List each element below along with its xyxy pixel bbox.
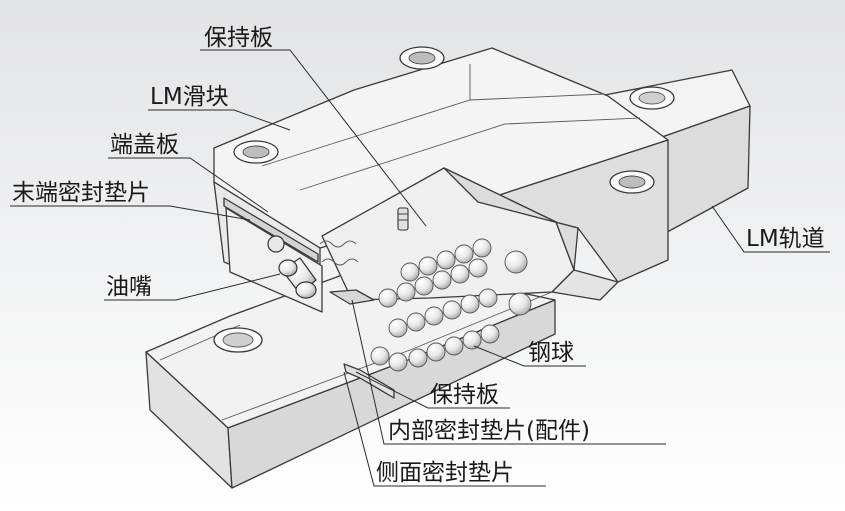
label-grease-nipple: 油嘴 <box>106 274 152 300</box>
label-end-seal: 末端密封垫片 <box>12 180 150 206</box>
label-lm-rail: LM轨道 <box>746 226 825 252</box>
lm-block <box>213 46 669 313</box>
labels: 保持板 LM滑块 端盖板 末端密封垫片 油嘴 LM轨道 钢球 保持板 内部密封垫… <box>12 25 825 486</box>
label-balls: 钢球 <box>528 340 574 366</box>
leader-lines <box>10 49 830 487</box>
label-retainer-top: 保持板 <box>204 25 273 51</box>
label-retainer-bottom: 保持板 <box>430 382 499 408</box>
inner-seal-strip <box>329 289 375 305</box>
steel-balls <box>370 238 532 372</box>
label-end-plate: 端盖板 <box>110 132 179 158</box>
grease-nipple <box>267 235 317 299</box>
label-side-seal: 侧面密封垫片 <box>376 460 514 486</box>
label-inner-seal: 内部密封垫片(配件) <box>388 418 590 444</box>
label-lm-block: LM滑块 <box>150 84 229 110</box>
